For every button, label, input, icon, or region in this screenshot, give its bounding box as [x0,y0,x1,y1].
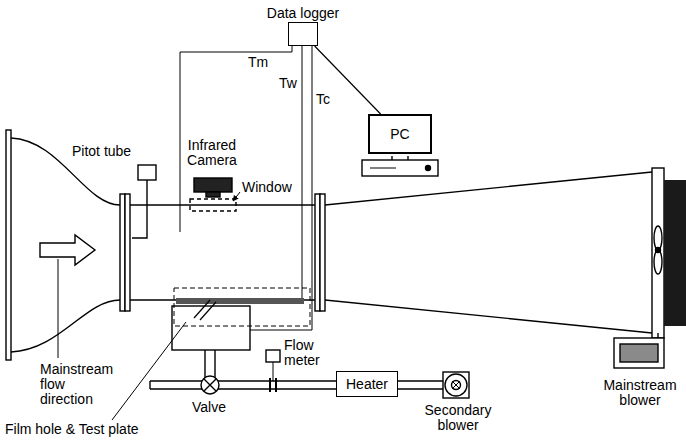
part-label: Valve [192,400,226,415]
motor-panel [620,344,658,362]
part-label: Secondary blower [425,403,492,433]
heater-box: Heater [336,371,398,397]
signal-label: Tw [279,76,297,91]
diffuser-wall [325,172,652,205]
part-label: Film hole & Test plate [5,422,139,437]
pipe-end [149,381,150,389]
part-label: Flow meter [284,338,320,368]
part-label: Infrared Camera [187,138,237,168]
node-text: Heater [346,377,388,392]
thermocouple-wire [302,46,303,300]
window-outline [190,199,236,211]
meter-line [273,362,274,381]
valve-symbol [204,379,216,391]
thermocouple-wire [180,46,292,232]
flow-meter-box [266,350,280,362]
duct-flange [315,194,320,311]
inlet-flange [6,130,11,360]
valve-symbol [201,376,219,394]
signal-cable [315,46,381,114]
flow-arrow [40,235,95,265]
pitot-probe [132,180,147,238]
leader-line [112,322,186,420]
fan-casing [652,168,664,338]
blower-housing [664,180,686,326]
node-text: PC [390,127,409,142]
part-label: Window [242,180,292,195]
pc-monitor: PC [368,114,432,154]
duct-wall [130,204,315,205]
bell-mouth-bottom [11,300,120,352]
camera-lens [206,192,220,197]
leader-line [58,259,59,358]
secondary-blower-hub [452,381,460,389]
flow-label: Mainstream flow direction [40,362,113,407]
pipe [150,381,443,389]
plenum [172,306,250,350]
fan-hub [656,248,661,253]
duct-flange [320,194,325,311]
diffuser-wall [325,300,652,333]
leader-line [233,192,240,201]
signal-label: Tm [248,55,268,70]
logger-box: Data logger [288,22,318,46]
motor-mount [657,333,658,338]
film-hole [194,300,216,320]
part-label: Pitot tube [72,144,131,159]
pc-button [426,166,431,171]
pc-case [362,160,438,176]
test-plate [176,298,304,304]
pitot-gauge [138,165,156,180]
infrared-camera [194,178,232,192]
duct-flange [120,194,125,311]
mainstream-blower-motor [614,338,664,368]
pc-drive-slot [370,168,396,169]
secondary-blower-housing [443,372,469,398]
fan-blade [654,250,662,274]
duct-flange [125,194,130,311]
secondary-blower-hub [452,381,461,390]
node-heading: Data logger [267,6,339,21]
signal-label: Tc [316,92,330,107]
test-plate-outline [174,288,310,326]
secondary-blower-rotor [445,374,467,396]
fan-blade [654,226,662,250]
part-label: Mainstream blower [603,378,676,408]
